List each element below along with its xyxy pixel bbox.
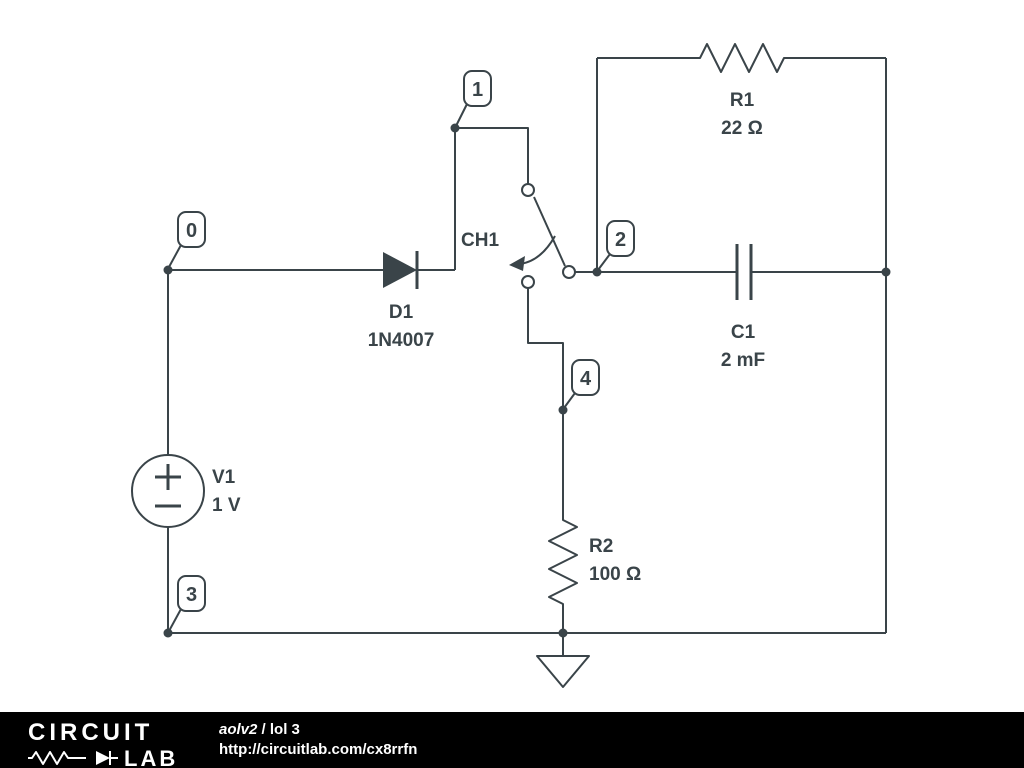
node-label-3-text: 3 xyxy=(186,584,197,606)
c1-value: 2 mF xyxy=(721,350,765,371)
junction-node1 xyxy=(450,123,460,133)
footer-meta: aolv2 / lol 3 http://circuitlab.com/cx8r… xyxy=(219,720,417,761)
node-label-4-box xyxy=(571,359,600,396)
node-label-2-box xyxy=(606,220,635,257)
project-title: lol 3 xyxy=(269,720,300,738)
switch-ch1: CH1 xyxy=(461,183,576,289)
r1-value: 22 Ω xyxy=(721,118,763,139)
project-author: aolv2 xyxy=(219,720,258,738)
resistor-r1: R1 22 Ω xyxy=(597,43,886,139)
diode-d1: D1 1N4007 xyxy=(368,251,435,351)
wires xyxy=(167,58,887,634)
v1-designator: V1 xyxy=(212,467,236,488)
r1-zigzag xyxy=(597,43,886,73)
d1-value: 1N4007 xyxy=(368,330,435,351)
switch-blade xyxy=(533,196,566,267)
diode-triangle-icon xyxy=(383,252,417,288)
node-label-2: 2 xyxy=(597,220,635,271)
wire-node1-path xyxy=(454,127,529,270)
project-title-line: aolv2 / lol 3 xyxy=(219,720,417,740)
r1-designator: R1 xyxy=(730,90,755,111)
circuitlab-logo: CIRCUIT LAB xyxy=(28,719,178,768)
ch1-designator: CH1 xyxy=(461,230,499,251)
node-label-0-box xyxy=(177,211,206,248)
switch-arrowhead-icon xyxy=(509,256,525,271)
junction-node2 xyxy=(592,267,602,277)
d1-designator: D1 xyxy=(389,302,414,323)
switch-common-contact xyxy=(562,265,576,279)
junction-node0 xyxy=(163,265,173,275)
node-label-0-text: 0 xyxy=(186,220,197,242)
switch-throw-bottom-contact xyxy=(521,275,535,289)
junction-node4 xyxy=(558,405,568,415)
v1-value: 1 V xyxy=(212,495,241,516)
node-label-4-text: 4 xyxy=(580,368,592,390)
v1-plus-icon xyxy=(155,464,181,490)
switch-actuation-arrow xyxy=(519,235,556,265)
node-label-1-box xyxy=(463,70,492,107)
logo-circuit-text: CIRCUIT xyxy=(28,719,153,746)
logo-diode-bar xyxy=(109,751,118,765)
node-label-3-tail xyxy=(168,608,182,632)
ground-triangle-icon xyxy=(536,655,590,688)
voltage-source-v1: V1 1 V xyxy=(131,454,241,528)
node-label-4-tail xyxy=(563,392,576,409)
v1-body xyxy=(131,454,205,528)
node-label-3-box xyxy=(177,575,206,612)
node-label-2-text: 2 xyxy=(615,229,626,251)
c1-designator: C1 xyxy=(731,322,756,343)
logo-diode-icon xyxy=(96,751,110,765)
node-label-0-tail xyxy=(168,244,182,268)
node-label-2-tail xyxy=(597,253,611,271)
junction-node3 xyxy=(163,628,173,638)
node-label-1-tail xyxy=(455,103,468,127)
wire-switch-bottom-lead xyxy=(527,288,564,410)
logo-resistor-icon xyxy=(28,751,86,765)
footer-bar: CIRCUIT LAB aolv2 / lol 3 http://circuit… xyxy=(0,712,1024,768)
title-separator: / xyxy=(257,720,270,738)
logo-lab-text: LAB xyxy=(124,746,178,768)
junction-dots xyxy=(163,123,891,638)
switch-throw-top-contact xyxy=(521,183,535,197)
circuit-schematic: V1 1 V D1 1N4007 CH1 R1 22 Ω xyxy=(131,43,891,688)
node-label-4: 4 xyxy=(563,359,600,409)
junction-r2-bottom xyxy=(558,628,568,638)
ground-symbol xyxy=(536,633,590,688)
r2-value: 100 Ω xyxy=(589,564,641,585)
r2-designator: R2 xyxy=(589,536,613,557)
r2-zigzag xyxy=(548,410,578,633)
node-label-3: 3 xyxy=(168,575,206,632)
resistor-r2: R2 100 Ω xyxy=(548,410,641,633)
node-label-0: 0 xyxy=(168,211,206,268)
project-url: http://circuitlab.com/cx8rrfn xyxy=(219,741,418,758)
node-label-1: 1 xyxy=(455,70,492,127)
junction-c1-right xyxy=(881,267,891,277)
capacitor-c1: C1 2 mF xyxy=(597,244,886,371)
node-label-1-text: 1 xyxy=(472,79,483,101)
